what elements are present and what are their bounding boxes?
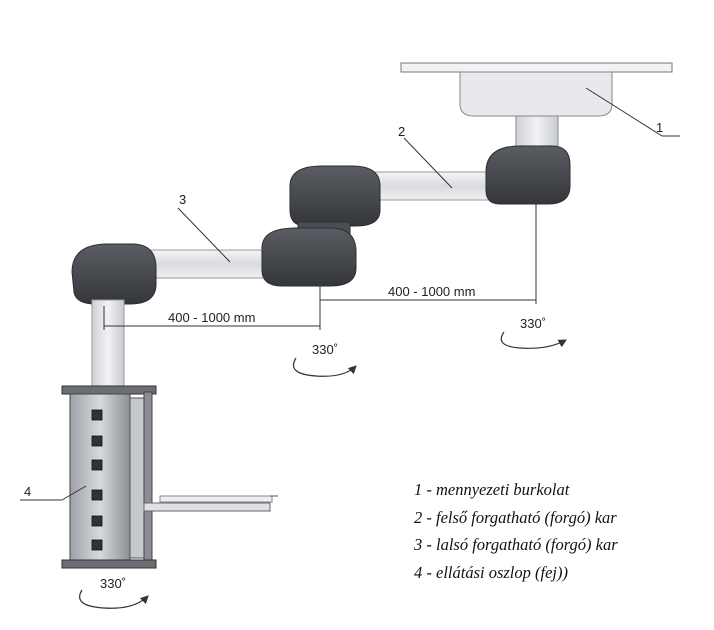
legend-item-4: 4 - ellátási oszlop (fej))	[414, 562, 568, 582]
callout-4: 4	[24, 484, 31, 499]
gas-outlets	[91, 409, 103, 551]
rotation-label-middle: 330˚	[312, 342, 338, 357]
rotation-arrows	[79, 331, 567, 609]
legend-item-2: 2 - felső forgatható (forgó) kar	[414, 507, 617, 527]
column-drop-tube	[91, 299, 125, 393]
callout-2: 2	[398, 124, 405, 139]
upper-swivel-arm	[289, 145, 571, 227]
legend-item-1: 1 - mennyezeti burkolat	[414, 480, 570, 499]
dimension-lines	[103, 200, 537, 330]
ceiling-cover	[400, 62, 673, 153]
legend-item-3: 3 - lalsó forgatható (forgó) kar	[414, 535, 618, 554]
callout-3: 3	[179, 192, 186, 207]
callout-1: 1	[656, 120, 663, 135]
lower-swivel-arm	[71, 227, 357, 305]
supply-column	[61, 385, 278, 569]
rotation-label-column: 330˚	[100, 576, 126, 591]
rotation-label-ceiling: 330˚	[520, 316, 546, 331]
upper-reach-label: 400 - 1000 mm	[388, 284, 475, 299]
leader-lines	[20, 87, 680, 501]
lower-reach-label: 400 - 1000 mm	[168, 310, 255, 325]
legend: 1 - mennyezeti burkolat 2 - felső forgat…	[414, 476, 704, 586]
